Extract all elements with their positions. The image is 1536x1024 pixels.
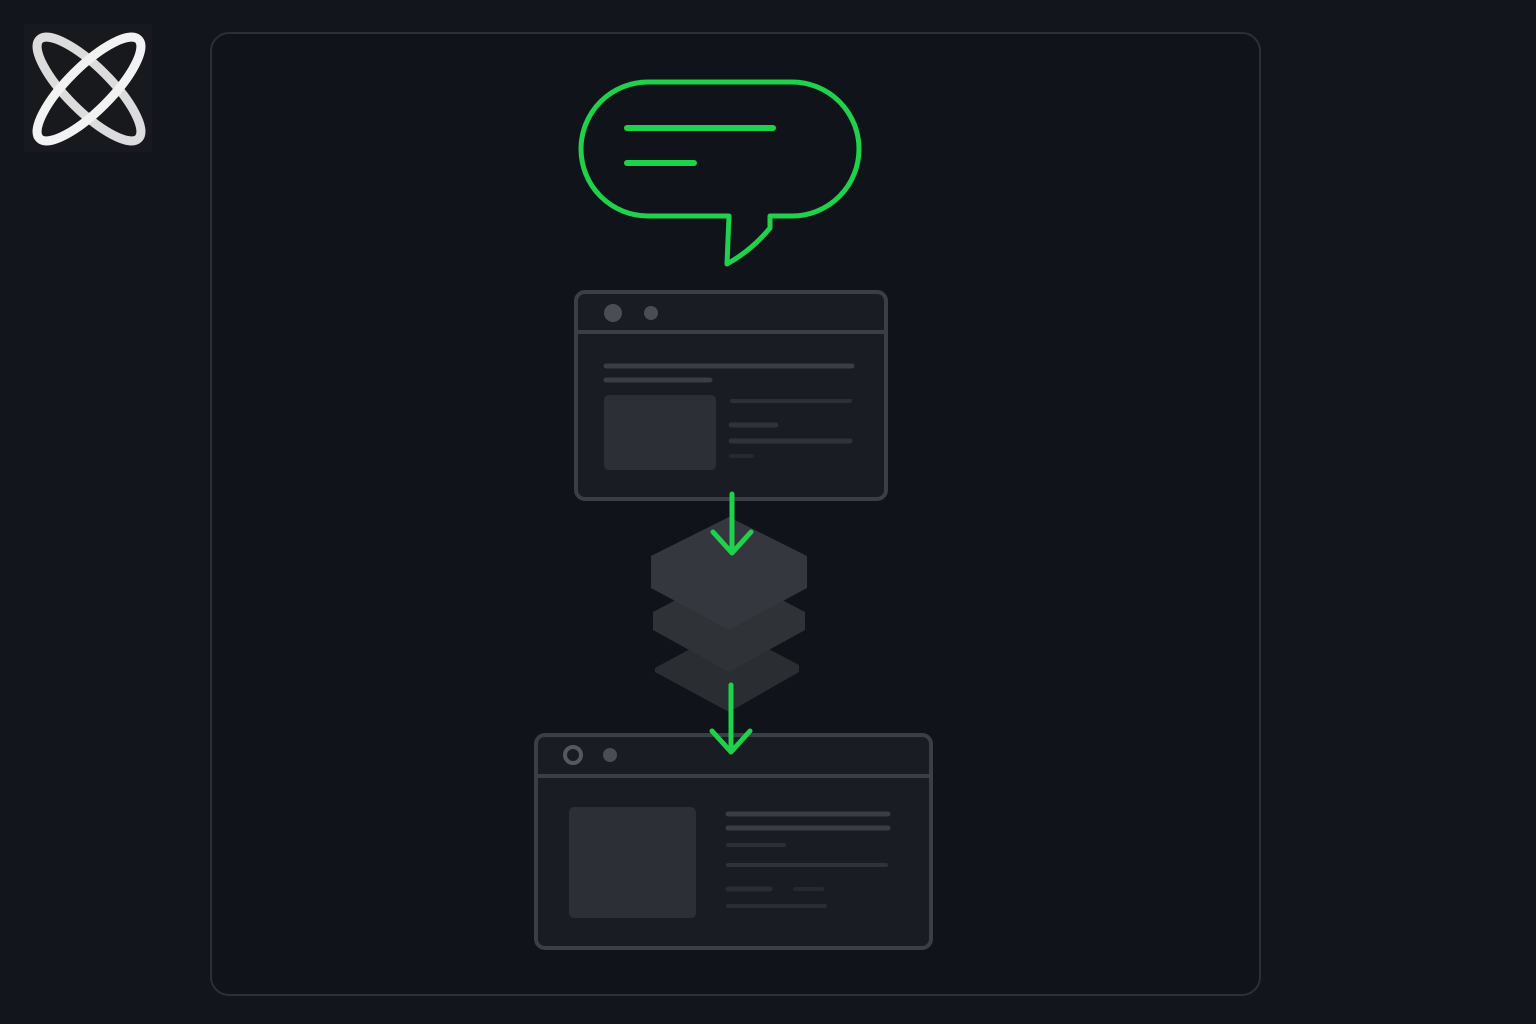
top-browser-window-icon (574, 290, 888, 501)
image-placeholder (569, 807, 696, 918)
diagram-panel (210, 32, 1261, 996)
logo-tile (24, 24, 152, 152)
layer-stack-icon (651, 517, 807, 712)
window-dot-icon (603, 748, 617, 762)
speech-bubble-icon (578, 79, 862, 267)
crossed-ellipses-logo-icon (32, 32, 146, 146)
bottom-browser-window-icon (534, 733, 933, 950)
arrow-down-icon (709, 682, 753, 755)
stack-layer-top (651, 517, 807, 630)
window-dot-icon (604, 304, 622, 322)
window-dot-icon (644, 306, 658, 320)
arrow-down-icon (710, 491, 754, 556)
logo (24, 24, 152, 152)
window-dot-icon (563, 745, 583, 765)
image-placeholder (604, 395, 716, 470)
